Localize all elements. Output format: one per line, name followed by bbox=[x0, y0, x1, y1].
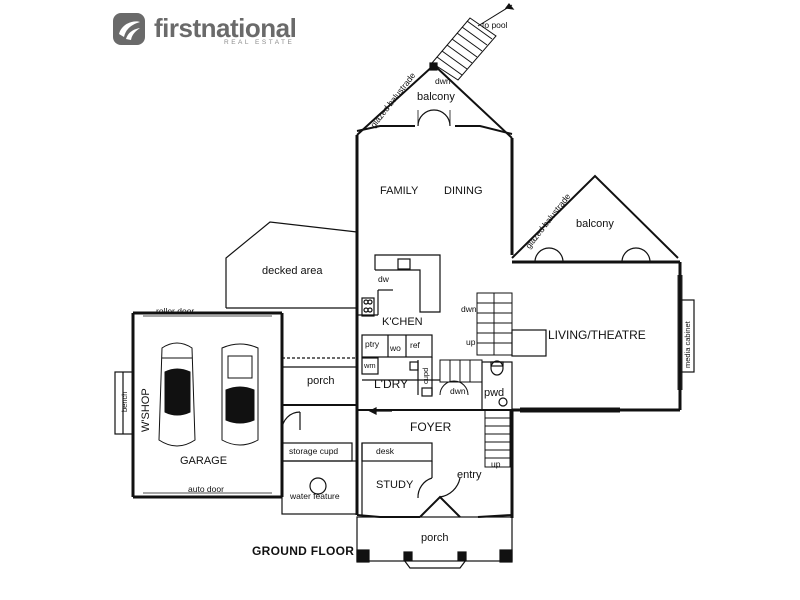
desk-label: desk bbox=[376, 446, 394, 456]
foyer-label: FOYER bbox=[410, 420, 452, 434]
top-balcony-doors bbox=[417, 109, 451, 127]
pool-stairs bbox=[431, 4, 513, 81]
brand-name: firstnational bbox=[154, 13, 297, 43]
living-theatre-label: LIVING/THEATRE bbox=[548, 328, 646, 342]
study-label: STUDY bbox=[376, 479, 414, 491]
garage-label: GARAGE bbox=[180, 455, 228, 467]
front-porch-label: porch bbox=[421, 532, 449, 544]
to-pool-label: to pool bbox=[482, 20, 508, 30]
wall-oven-label: wo bbox=[390, 343, 401, 353]
workshop-label: W'SHOP bbox=[140, 388, 152, 432]
foyer-upper-stairs bbox=[439, 359, 483, 396]
kitchen-island bbox=[357, 254, 441, 317]
roller-door-label: roller door bbox=[156, 306, 195, 316]
dishwasher-label: dw bbox=[378, 274, 389, 284]
media-cabinet-label: media cabinet bbox=[683, 321, 692, 368]
pantry-label: ptry bbox=[365, 339, 380, 349]
balcony-right-label: balcony bbox=[576, 218, 614, 230]
powder-room bbox=[481, 360, 513, 411]
auto-door-label: auto door bbox=[188, 484, 224, 494]
bench-label: bench bbox=[120, 391, 129, 412]
kitchen-stairs-dwn-label: dwn bbox=[461, 304, 477, 314]
side-porch-walls bbox=[281, 357, 392, 515]
brand-subtitle: REAL ESTATE bbox=[224, 39, 295, 46]
dining-room-label: DINING bbox=[444, 185, 483, 197]
kitchen-label: K'CHEN bbox=[382, 316, 423, 328]
front-porch bbox=[356, 516, 513, 569]
right-balcony-doors bbox=[534, 247, 651, 263]
living-wing-walls bbox=[511, 174, 695, 412]
storage-cupboard-label: storage cupd bbox=[289, 446, 339, 456]
laundry-label: L'DRY bbox=[374, 377, 409, 391]
side-porch-label: porch bbox=[307, 375, 335, 387]
decked-area-outline bbox=[225, 221, 358, 309]
foyer-stairs-dwn-label: dwn bbox=[450, 386, 466, 396]
firstnational-logo-icon bbox=[113, 13, 145, 45]
entry-label: entry bbox=[457, 469, 482, 481]
decked-area-label: decked area bbox=[262, 265, 323, 277]
car-right bbox=[221, 343, 259, 446]
kitchen-stairs bbox=[476, 292, 513, 356]
foyer-stairs-up-label: up bbox=[491, 459, 501, 469]
refrigerator-label: ref bbox=[410, 340, 420, 350]
balcony-top-label: balcony bbox=[417, 91, 455, 103]
family-room-label: FAMILY bbox=[380, 185, 419, 197]
washing-machine-label: wm bbox=[364, 361, 376, 370]
car-left bbox=[158, 342, 196, 447]
floor-title: GROUND FLOOR bbox=[252, 544, 355, 558]
water-feature-label: water feature bbox=[290, 491, 340, 501]
to-pool-arrow bbox=[504, 3, 515, 10]
powder-room-label: pwd bbox=[484, 387, 505, 399]
pantry-laundry-walls bbox=[361, 334, 440, 397]
laundry-cupboard-label: cupd bbox=[421, 367, 430, 384]
stairs-dwn-top-label: dwn bbox=[435, 76, 451, 86]
kitchen-stairs-up-label: up bbox=[466, 337, 476, 347]
brand-logo: firstnational bbox=[112, 12, 312, 52]
living-windows bbox=[520, 275, 683, 413]
balcony-post bbox=[429, 62, 438, 71]
